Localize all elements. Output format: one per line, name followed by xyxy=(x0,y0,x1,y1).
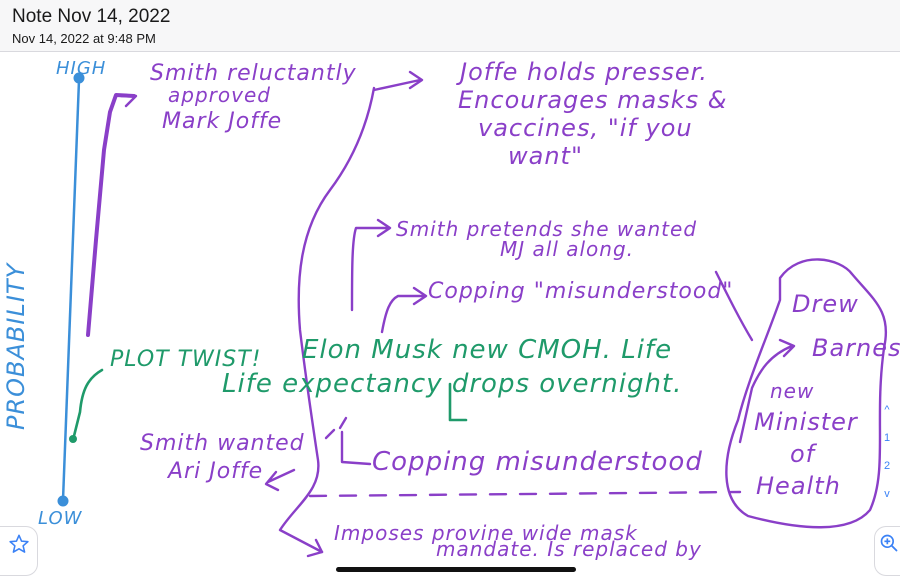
arrow-to-ari xyxy=(264,468,296,492)
purple-notes: Smith reluctantly approved Mark Joffe Jo… xyxy=(140,58,900,561)
page-navigator: ^ 1 2 v xyxy=(878,404,896,500)
probability-axis xyxy=(57,72,85,507)
branch-trunk xyxy=(278,86,376,554)
note-smith-approved-1: Smith reluctantly xyxy=(150,61,357,86)
note-header: Note Nov 14, 2022 Nov 14, 2022 at 9:48 P… xyxy=(0,0,900,52)
note-barnes-4: Minister xyxy=(754,408,859,436)
note-ari-1: Smith wanted xyxy=(140,431,305,456)
axis-bottom-dot xyxy=(57,495,69,507)
page-down-icon[interactable]: v xyxy=(884,488,890,500)
curve-arrowhead xyxy=(119,94,138,108)
green-underline xyxy=(448,382,468,422)
sketch-canvas[interactable]: HIGH LOW PROBABILITY Smith reluctantly a… xyxy=(0,52,900,576)
arrow-to-presser xyxy=(372,70,424,92)
probability-curve xyxy=(86,93,136,337)
axis-high-label: HIGH xyxy=(56,58,106,79)
plot-twist-line-2: Life expectancy drops overnight. xyxy=(222,369,682,399)
green-strokes xyxy=(72,368,468,438)
green-dot xyxy=(69,435,77,443)
page-2-indicator[interactable]: 2 xyxy=(883,460,891,472)
note-copping: Copping misunderstood xyxy=(372,447,703,477)
star-icon xyxy=(9,534,29,553)
plot-twist-label: PLOT TWIST! xyxy=(110,347,262,372)
axis-probability-label: PROBABILITY xyxy=(2,261,30,430)
arrow-to-pretends xyxy=(350,218,392,312)
note-smith-approved-3: Mark Joffe xyxy=(162,109,282,134)
note-barnes-2: Barnes xyxy=(812,334,900,362)
note-barnes-3: new xyxy=(770,379,814,403)
note-smith-approved-2: approved xyxy=(168,83,271,107)
dashed-divider xyxy=(308,490,742,498)
note-presser-3: vaccines, "if you xyxy=(478,114,693,142)
note-barnes-5: of xyxy=(790,440,818,468)
note-pretends-1: Smith pretends she wanted xyxy=(396,217,697,241)
note-mandate-2: mandate. Is replaced by xyxy=(436,537,702,561)
arrow-to-barnes xyxy=(738,338,796,444)
green-notes: PLOT TWIST! Elon Musk new CMOH. Life Lif… xyxy=(110,335,682,399)
green-curve xyxy=(72,368,104,438)
note-title: Note Nov 14, 2022 xyxy=(12,6,171,27)
note-pretends-2: MJ all along. xyxy=(500,237,634,261)
note-presser-1: Joffe holds presser. xyxy=(456,58,708,86)
note-presser-4: want" xyxy=(508,142,583,170)
note-barnes-1: Drew xyxy=(792,290,859,318)
purple-strokes xyxy=(86,70,888,558)
note-presser-2: Encourages masks & xyxy=(458,86,728,114)
page-up-icon[interactable]: ^ xyxy=(884,404,890,416)
zoom-button[interactable] xyxy=(874,526,900,576)
axis-low-label: LOW xyxy=(38,508,83,529)
home-indicator[interactable] xyxy=(336,567,576,572)
barnes-circle xyxy=(725,258,888,529)
note-mandate-1: Imposes provine wide mask xyxy=(334,521,638,545)
zoom-in-icon xyxy=(880,534,898,552)
plot-twist-line-1: Elon Musk new CMOH. Life xyxy=(302,335,672,365)
tick-marks xyxy=(324,416,348,440)
favorite-button[interactable] xyxy=(0,526,38,576)
trunk-arrowhead xyxy=(306,538,324,558)
note-barnes-6: Health xyxy=(756,472,841,500)
note-date: Nov 14, 2022 at 9:48 PM xyxy=(12,31,156,46)
axis-line xyxy=(61,79,81,501)
arrow-to-copping-quote xyxy=(380,286,428,334)
note-ari-2: Ari Joffe xyxy=(166,459,263,484)
axis-top-dot xyxy=(73,72,85,84)
note-copping-quoted: Copping "misunderstood" xyxy=(428,279,733,304)
copping-to-circle xyxy=(714,270,754,342)
page-1-indicator[interactable]: 1 xyxy=(883,432,891,444)
arrow-to-copping xyxy=(340,430,372,466)
